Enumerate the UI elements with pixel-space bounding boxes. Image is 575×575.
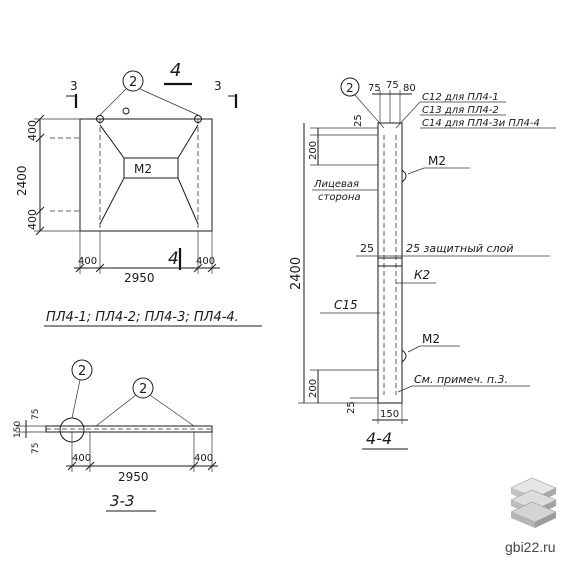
dim-h-tick-4	[207, 263, 217, 273]
loop-top-shape	[401, 169, 407, 183]
top-dim-1: 75	[368, 83, 381, 94]
dim-25-bottom: 25	[346, 401, 357, 414]
section4-thickness: 150	[380, 409, 399, 420]
panel-outline	[79, 118, 213, 232]
loop-left	[96, 115, 104, 123]
logo-slab-bottom-side-r	[535, 512, 556, 528]
watermark-text[interactable]: gbi22.ru	[505, 539, 556, 555]
loop-top-label: M2	[428, 154, 446, 168]
loop-mark	[122, 107, 130, 115]
callout-leader-right	[139, 88, 199, 116]
section-4-4: 2 75 75 80 С12 для ПЛ4-1 С13 для ПЛ4-2 С…	[289, 77, 556, 450]
notes-leader-1	[395, 101, 421, 129]
front-caption: ПЛ4-1; ПЛ4-2; ПЛ4-3; ПЛ4-4.	[46, 310, 239, 325]
dim-v-tick-3	[35, 206, 45, 216]
note-1: С12 для ПЛ4-1	[422, 92, 499, 103]
face-label-2: сторона	[318, 192, 361, 203]
front-center-label: M2	[134, 162, 152, 176]
plan-dim-75-b: 75	[31, 443, 41, 454]
front-view: M2 2 3 4 3 4 2400 400 400	[15, 60, 262, 327]
loop-bottom-label: M2	[422, 332, 440, 346]
section-3-3: 2 2 150 75 75 400 2950 400 3-3	[13, 359, 218, 512]
section4-title: 4-4	[366, 429, 392, 448]
front-edge-bottom: 400	[26, 209, 39, 230]
section3-title: 3-3	[110, 492, 135, 510]
plan-length: 2950	[118, 470, 149, 484]
callout-right-circle	[132, 377, 154, 399]
callout-right-leader-a	[95, 394, 137, 427]
section-outline	[377, 122, 403, 404]
top-dim-3: 80	[403, 83, 416, 94]
section4-callout-leader	[354, 94, 385, 129]
section-mark-bottom: 4	[168, 249, 179, 269]
note-3: С14 для ПЛ4-3и ПЛ4-4	[422, 118, 540, 129]
plan-hdim-tick-2	[85, 461, 95, 471]
callout-right-leader-b	[149, 394, 195, 427]
note-2: С13 для ПЛ4-2	[422, 105, 499, 116]
watermark-logo	[510, 477, 557, 528]
frame-label: К2	[414, 268, 430, 282]
dim-h-tick-3	[193, 263, 203, 273]
recess-outline-lower	[99, 177, 199, 225]
loop-top-leader	[407, 167, 425, 175]
top-dim-2: 75	[386, 80, 399, 91]
face-label-1: Лицевая	[313, 179, 359, 190]
section-mark-left: 3	[70, 79, 78, 93]
dim-h-tick-2	[95, 263, 105, 273]
section3-callout-left: 2	[78, 364, 86, 379]
mesh-label: С15	[334, 298, 358, 312]
dim-200-top: 200	[308, 141, 319, 160]
section4-callout-circle	[340, 77, 360, 97]
front-height: 2400	[15, 165, 29, 196]
section-mark-right: 3	[214, 79, 222, 93]
plan-hdim-tick-1	[67, 461, 77, 471]
cover-right: 25 защитный слой	[406, 242, 513, 255]
front-left-offset: 400	[78, 256, 97, 267]
dim-25-top: 25	[353, 114, 364, 127]
remark-leader	[397, 385, 413, 393]
plan-hdim-tick-4	[207, 461, 217, 471]
recess-outline	[99, 124, 199, 159]
front-width: 2950	[124, 271, 155, 285]
dim-h-tick-1	[75, 263, 85, 273]
plan-right-offset: 400	[194, 453, 213, 464]
section4-height: 2400	[289, 257, 304, 290]
dim-200-bottom: 200	[308, 379, 319, 398]
plan-dim-150: 150	[13, 421, 23, 438]
cover-left: 25	[360, 242, 374, 255]
callout-left-circle	[71, 359, 93, 381]
dim-v-tick-2	[35, 133, 45, 143]
section-mark-top: 4	[170, 60, 181, 81]
callout-leader-left	[99, 88, 127, 116]
plan-hdim-tick-3	[189, 461, 199, 471]
logo-slab-bottom-side-l	[511, 512, 535, 528]
plan-left-offset: 400	[72, 453, 91, 464]
front-right-offset: 400	[196, 256, 215, 267]
loop-bottom-shape	[401, 349, 407, 363]
section4-callout: 2	[346, 81, 354, 95]
loop-right	[194, 115, 202, 123]
callout-circle	[122, 70, 144, 92]
section3-callout-right: 2	[139, 382, 147, 397]
loop-bottom-leader	[407, 345, 421, 353]
remark-label: См. примеч. п.3.	[414, 373, 508, 386]
callout-left-leader	[71, 379, 81, 419]
front-edge-top: 400	[26, 120, 39, 141]
front-callout: 2	[129, 75, 137, 90]
plan-dim-75-a: 75	[31, 409, 41, 420]
